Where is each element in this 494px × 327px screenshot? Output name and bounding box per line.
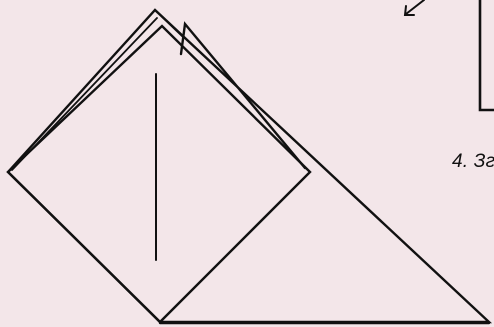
fold-arrow-icon [405, 0, 424, 15]
side-flap [181, 24, 305, 168]
back-layer-left-edge [12, 18, 157, 170]
step-caption: 4. Зг [452, 151, 494, 173]
next-step-box-edge [480, 0, 494, 110]
large-triangle-flap [8, 10, 489, 322]
front-square-fold [8, 26, 310, 322]
